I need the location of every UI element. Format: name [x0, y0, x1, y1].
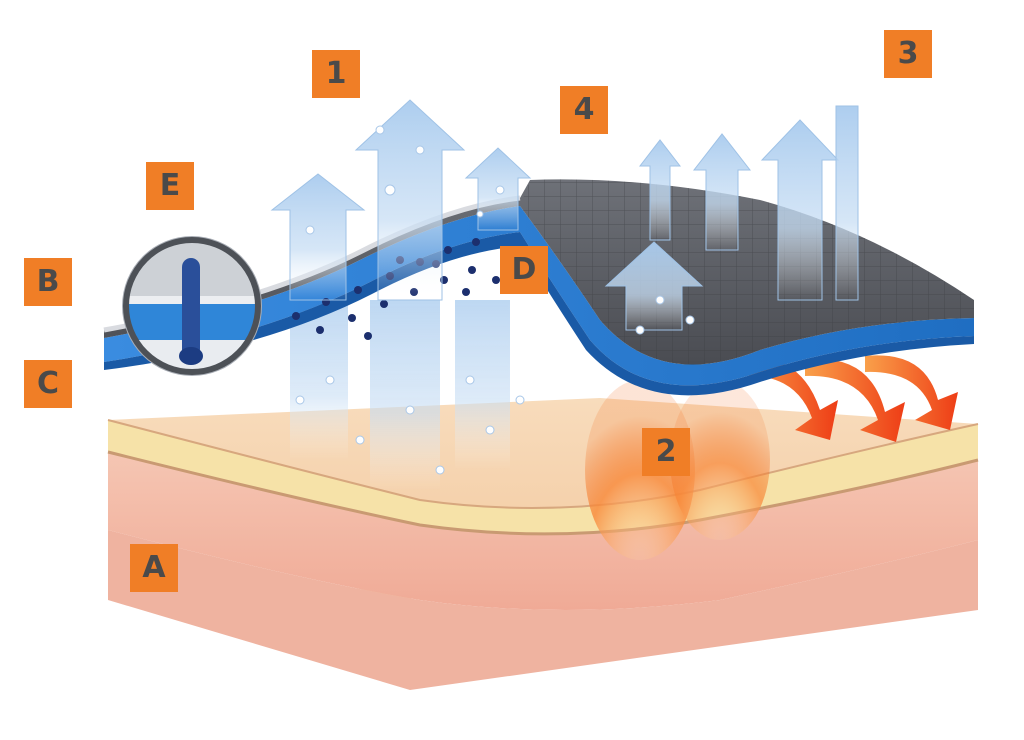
heat-arrow-icon	[740, 358, 838, 440]
magnifier-inset-icon	[122, 236, 262, 376]
label-c: C	[24, 360, 72, 408]
label-3: 3	[884, 30, 932, 78]
vapor-arrow-icon	[604, 241, 704, 331]
vapor-arrow-icon	[638, 139, 682, 241]
label-a: A	[130, 544, 178, 592]
heat-arrow-icon	[805, 359, 905, 442]
label-2: 2	[642, 428, 690, 476]
label-4: 4	[560, 86, 608, 134]
vapor-arrow-icon	[692, 133, 752, 251]
skin-block	[107, 398, 979, 690]
vapor-arrows	[270, 99, 859, 331]
vapor-bubbles	[295, 125, 695, 475]
label-1: 1	[312, 50, 360, 98]
heat-arrow-icon	[865, 355, 958, 430]
label-b: B	[24, 258, 72, 306]
label-e: E	[146, 162, 194, 210]
label-d: D	[500, 246, 548, 294]
vapor-arrow-icon	[835, 105, 859, 301]
heat-arrows	[585, 355, 958, 560]
vapor-arrow-icon	[760, 119, 840, 301]
vapor-arrow-icon	[354, 99, 466, 301]
vapor-arrow-icon	[270, 173, 366, 301]
